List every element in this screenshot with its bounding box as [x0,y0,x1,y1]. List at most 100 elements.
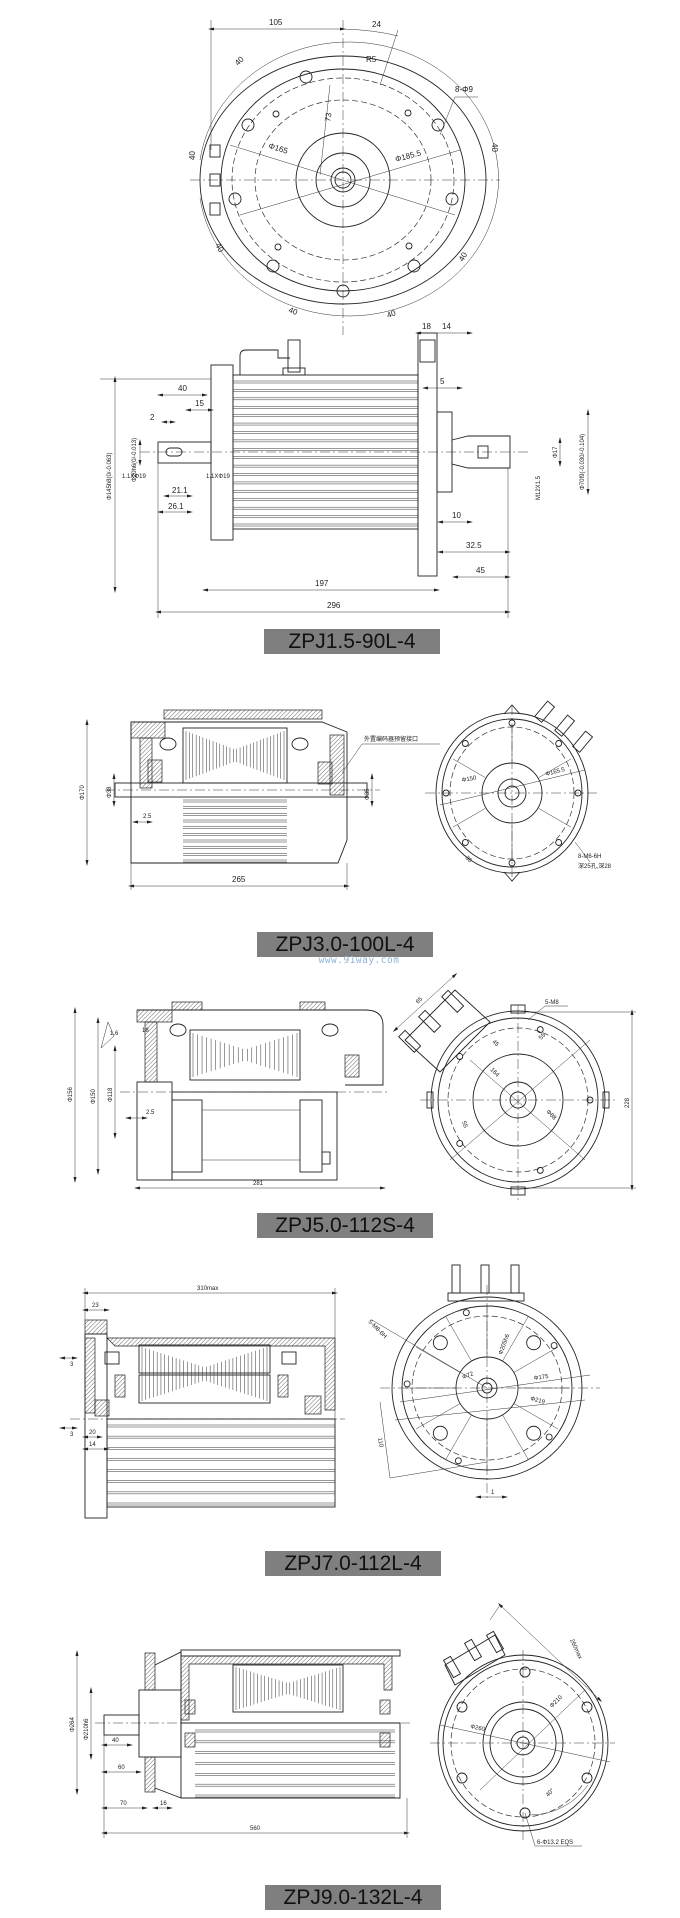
dim-105: 105 [269,18,283,27]
dim-m12: M12X1.5 [536,475,542,500]
bolt-holes [403,1309,558,1465]
drawing-zpj5-0-front-view: 65 5-M8 45 55 164 Φ88 55 228 [392,972,636,1200]
bolt-hole [536,1026,544,1034]
drawing-zpj1-5-front-view: 105 24 R5 8-Φ9 73 Φ165 Φ185.5 40 40 40 4… [188,18,500,335]
rib-spokes [452,725,572,861]
dim-65: 65 [415,996,424,1005]
dim-roughness-1-6: 1.6 [110,1031,119,1037]
dim-phi210: Φ210 [549,1694,564,1709]
dim-20: 20 [89,1430,96,1436]
dim-phi150: Φ150 [461,775,477,784]
dim-16: 16 [160,1801,167,1807]
dim-40-deg: 40° [545,1787,556,1798]
dim-281: 281 [253,1181,264,1187]
mounting-holes [228,70,459,298]
drawing-zpj9-0-front-view: 260max Φ210 Φ260 40° 6-Φ13.2 EQS [430,1602,615,1847]
spoke [513,1346,559,1373]
spoke [452,808,486,828]
dim-197: 197 [315,579,329,588]
bolt-hole [526,1425,542,1441]
dim-18: 18 [422,322,431,331]
dim-5-m8: 5-M8 [545,1000,559,1006]
dim-40: 40 [178,384,187,393]
dim-phi72: Φ72 [462,1371,475,1381]
dim-40: 40 [188,151,197,160]
cooling-fins [233,380,418,527]
dim-phi185-5: Φ185.5 [394,148,422,164]
dim-phi20: Φ20h6(0/-0.013) [132,438,138,482]
dim-40: 40 [233,54,246,67]
spoke [513,1403,559,1430]
dim-3b: 3 [70,1432,74,1438]
drawing-zpj7-0-side-view: 310max 23 3 3 20 14 [59,1286,345,1519]
dim-260max: 260max [568,1638,582,1660]
bolt-hole [432,1335,448,1351]
bolt-hole [545,1433,553,1441]
dim-phi260: Φ260 [470,1724,486,1733]
bolt-hole [574,789,582,797]
terminal-studs [534,700,594,753]
stator-laminations [185,731,285,780]
dim-21-1: 21.1 [172,486,188,495]
dim-phi175: Φ175 [533,1374,549,1382]
mounting-holes [456,1666,593,1819]
model-label-zpj9-0: ZPJ9.0-132L-4 [265,1885,441,1910]
dim-phi205: Φ205h6 [498,1333,511,1356]
dim-phi145: Φ145h8(0/-0.063) [107,453,113,500]
dim-phi38: Φ38 [107,786,113,798]
dim-phi165: Φ165 [267,141,289,156]
drawing-zpj5-0-side-view: 1.6 18 Φ156 Φ150 Φ118 2.5 281 [68,1001,390,1190]
dim-265: 265 [232,875,246,884]
bolt-hole [536,1166,544,1174]
drawing-zpj3-0-side-view: Φ170 Φ38 2.5 Φ35 265 外置编码器预留接口 [80,709,440,890]
rib-spokes [405,1306,569,1470]
spoke [445,1414,472,1460]
dim-10: 10 [452,511,461,520]
bolt-hole [555,740,563,747]
model-label-zpj1-5: ZPJ1.5-90L-4 [264,629,440,654]
dim-40: 40 [386,308,398,320]
spoke [415,1403,461,1430]
dim-5: 5 [440,377,445,386]
dim-15: 15 [195,399,204,408]
bolt-hole [508,719,516,727]
bolt-hole [456,1140,464,1147]
dim-14: 14 [89,1442,96,1448]
cooling-fins [195,1729,395,1798]
dim-18: 18 [142,1028,149,1034]
dim-296: 296 [327,601,341,610]
spoke [502,1316,529,1362]
terminal-studs [447,1264,525,1302]
dim-26-1: 26.1 [168,502,184,511]
bolt-hole [550,1342,558,1349]
dim-phi150: Φ150 [91,1089,97,1104]
stator-laminations [141,1347,268,1401]
dim-60: 60 [118,1765,125,1771]
dim-phi35: Φ35 [365,788,371,800]
encoder-port-note: 外置编码器预留接口 [364,735,418,743]
bolt-hole [555,839,563,846]
dim-164: 164 [489,1067,501,1079]
bolt-hole [403,1380,411,1388]
watermark: www.91way.com [318,955,400,966]
model-label-zpj5-0: ZPJ5.0-112S-4 [257,1213,433,1238]
cooling-fins [183,799,287,863]
dim-36: 36 [464,855,473,864]
dim-70: 70 [120,1801,127,1807]
bolt-hole [432,1425,448,1441]
spoke [445,1316,472,1362]
spoke [538,758,572,778]
dim-phi118: Φ118 [108,1087,114,1102]
dim-phi88: Φ88 [545,1109,558,1122]
dim-45: 45 [476,566,485,575]
bolt-holes [442,719,582,867]
bolt-hole [526,1335,542,1351]
dim-40: 40 [287,305,299,317]
dim-depth: 深25孔,深28 [578,862,612,870]
bolt-holes [456,1026,594,1174]
bolt-hole [462,1309,470,1317]
dim-40: 40 [213,242,226,255]
bolt-hole [442,789,450,797]
